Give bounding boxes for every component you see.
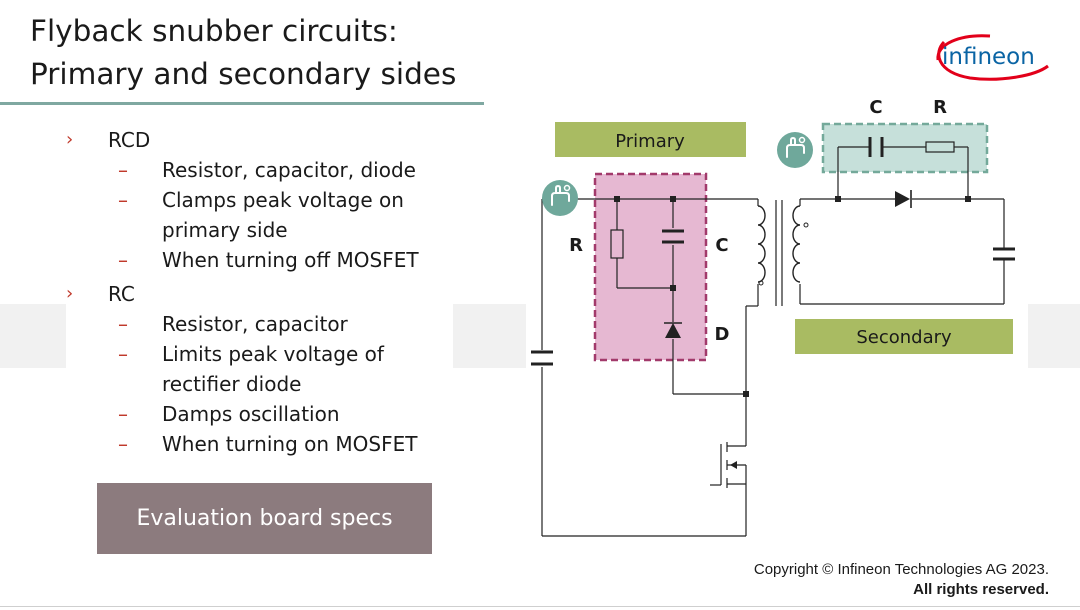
touch-hand-icon[interactable]	[777, 132, 813, 168]
dash-icon: –	[118, 248, 128, 272]
sub-bullet-text: primary side	[162, 218, 288, 242]
chevron-right-icon: ›	[66, 283, 74, 304]
title-underline	[0, 102, 484, 105]
sub-bullet: – Damps oscillation	[118, 399, 340, 429]
secondary-label-box	[795, 319, 1013, 354]
bottom-divider	[0, 606, 1080, 607]
rc-resistor	[925, 141, 955, 153]
rcd-r-label: R	[569, 235, 583, 256]
sub-bullet-continuation: primary side	[162, 215, 288, 245]
rcd-snubber-highlight	[593, 172, 708, 362]
copyright-line-2: All rights reserved.	[913, 581, 1049, 598]
rc-r-label: R	[933, 97, 947, 118]
sub-bullet-text: rectifier diode	[162, 372, 302, 396]
evaluation-board-specs-button[interactable]: Evaluation board specs	[97, 483, 432, 554]
copyright-notice: Copyright © Infineon Technologies AG 202…	[754, 560, 1049, 600]
snubber-resistor	[610, 229, 624, 259]
secondary-label: Secondary	[856, 327, 952, 348]
title-line-1: Flyback snubber circuits:	[30, 14, 398, 48]
rectifier-diode	[895, 191, 910, 207]
secondary-winding	[792, 205, 801, 283]
sub-bullet: – Limits peak voltage of	[118, 339, 384, 369]
mosfet-arrow	[730, 461, 737, 469]
rc-c-label: C	[869, 97, 882, 118]
sub-bullet: – Clamps peak voltage on	[118, 185, 404, 215]
chevron-right-icon: ›	[66, 129, 74, 150]
logo-text: infineon	[942, 44, 1035, 70]
sub-bullet: – Resistor, capacitor	[118, 309, 348, 339]
bullet-label: RCD	[108, 128, 151, 152]
rcd-d-label: D	[715, 324, 730, 345]
circuit-wires	[541, 146, 1005, 537]
primary-label: Primary	[615, 131, 685, 152]
sub-bullet-continuation: rectifier diode	[162, 369, 301, 399]
sub-bullet-text: When turning off MOSFET	[162, 248, 419, 272]
title-line-2: Primary and secondary sides	[30, 57, 457, 91]
dash-icon: –	[118, 312, 128, 336]
dash-icon: –	[118, 432, 128, 456]
sub-bullet-text: Resistor, capacitor, diode	[162, 158, 416, 182]
page-title: Flyback snubber circuits: Primary and se…	[30, 10, 456, 96]
primary-label-box	[555, 122, 746, 157]
background-band-right	[1028, 304, 1080, 368]
polarity-dot	[758, 280, 764, 286]
dash-icon: –	[118, 158, 128, 182]
sub-bullet-text: Damps oscillation	[162, 402, 340, 426]
primary-winding	[757, 205, 766, 283]
dash-icon: –	[118, 342, 128, 366]
sub-bullet-text: Limits peak voltage of	[162, 342, 384, 366]
sub-bullet: – Resistor, capacitor, diode	[118, 155, 416, 185]
bullet-rc: › RC	[66, 279, 135, 309]
copyright-line-1: Copyright © Infineon Technologies AG 202…	[753, 561, 1049, 578]
bullet-label: RC	[108, 282, 135, 306]
bullet-rcd: › RCD	[66, 125, 151, 155]
sub-bullet: – When turning on MOSFET	[118, 429, 418, 459]
sub-bullet-text: Resistor, capacitor	[162, 312, 348, 336]
junction-dots	[614, 196, 971, 397]
rcd-c-label: C	[715, 235, 728, 256]
dash-icon: –	[118, 188, 128, 212]
background-band-middle	[453, 304, 526, 368]
touch-hand-icon[interactable]	[542, 180, 578, 216]
sub-bullet: – When turning off MOSFET	[118, 245, 419, 275]
background-band-left	[0, 304, 66, 368]
sub-bullet-text: Clamps peak voltage on	[162, 188, 404, 212]
infineon-logo: infineon	[936, 34, 1049, 81]
dash-icon: –	[118, 402, 128, 426]
rc-snubber-highlight	[821, 122, 989, 174]
polarity-dot	[803, 222, 809, 228]
sub-bullet-text: When turning on MOSFET	[162, 432, 418, 456]
snubber-diode	[665, 323, 681, 338]
